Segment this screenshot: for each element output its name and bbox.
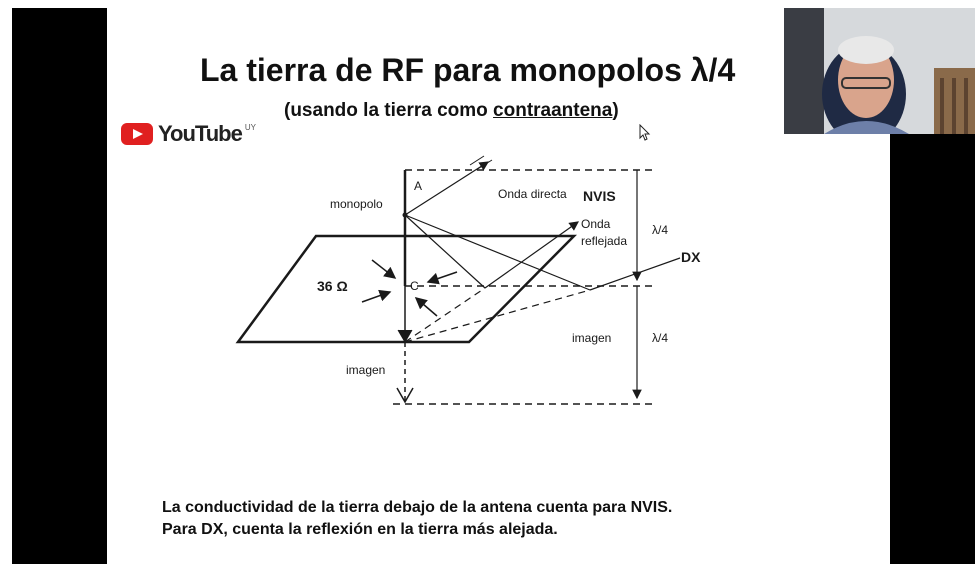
image-ray-nvis xyxy=(404,287,486,343)
slide-subtitle: (usando la tierra como contraantena) xyxy=(284,100,619,122)
mouse-cursor-icon xyxy=(639,124,651,141)
label-lambda-top: λ/4 xyxy=(652,223,668,237)
footer-line-1: La conductividad de la tierra debajo de … xyxy=(162,499,673,516)
nvis-incident-ray xyxy=(404,214,486,289)
presenter-video-icon xyxy=(784,8,975,134)
label-onda: Onda xyxy=(581,217,611,231)
feed-point xyxy=(402,212,408,218)
label-imagen-bottom: imagen xyxy=(346,363,385,377)
wave-tick-1 xyxy=(469,155,485,166)
label-dx: DX xyxy=(681,249,701,265)
slide-title: La tierra de RF para monopolos λ/4 xyxy=(200,52,736,88)
direct-wave-ray xyxy=(404,161,490,216)
current-arrow-2 xyxy=(361,289,392,303)
label-reflejada: reflejada xyxy=(581,234,627,248)
ground-plane xyxy=(235,234,577,344)
label-imagen-right: imagen xyxy=(572,331,611,345)
footer-line-2: Para DX, cuenta la reflexión en la tierr… xyxy=(162,521,558,538)
label-lambda-bottom: λ/4 xyxy=(652,331,668,345)
subtitle-prefix: (usando la tierra como xyxy=(284,100,494,121)
youtube-play-icon xyxy=(121,123,153,145)
label-impedance: 36 Ω xyxy=(317,278,348,294)
image-ray-dx xyxy=(404,289,591,343)
current-arrow-1 xyxy=(371,259,397,279)
slide-footer: La conductividad de la tierra debajo de … xyxy=(162,497,672,541)
slide xyxy=(107,0,890,564)
subtitle-suffix: ) xyxy=(612,100,619,121)
right-black-bar xyxy=(890,134,975,564)
image-arrow-head xyxy=(396,387,414,404)
label-monopolo: monopolo xyxy=(330,197,383,211)
current-arrow-4 xyxy=(414,297,438,317)
youtube-brand-text: YouTube xyxy=(158,121,243,146)
webcam-overlay xyxy=(784,8,975,134)
label-onda-directa: Onda directa xyxy=(498,187,567,201)
label-nvis: NVIS xyxy=(583,188,616,204)
label-a: A xyxy=(414,179,422,193)
nvis-reflected-ray xyxy=(484,221,579,289)
youtube-logo: YouTube UY xyxy=(121,121,256,147)
label-c: C xyxy=(410,279,419,293)
wave-tick-2 xyxy=(475,159,493,171)
dx-reflected-ray xyxy=(589,257,681,291)
subtitle-underlined: contraantena xyxy=(493,100,613,121)
dx-incident-ray xyxy=(404,214,591,291)
current-arrow-3 xyxy=(426,271,458,285)
left-black-bar xyxy=(12,8,107,564)
youtube-region: UY xyxy=(244,122,256,132)
